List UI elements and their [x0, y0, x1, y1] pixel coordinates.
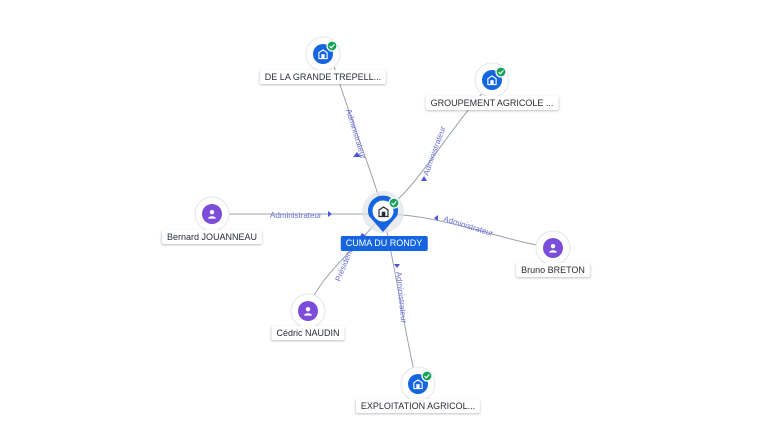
node-exploitation[interactable] — [400, 366, 436, 402]
verified-icon — [421, 370, 433, 382]
node-label-jouanneau[interactable]: Bernard JOUANNEAU — [161, 230, 263, 244]
node-groupement[interactable] — [474, 62, 510, 98]
edge-label-breton: Administrateur — [442, 214, 494, 238]
node-breton[interactable] — [535, 230, 571, 266]
node-label-center[interactable]: CUMA DU RONDY — [340, 236, 428, 251]
node-grande-trepell[interactable] — [305, 36, 341, 72]
node-label-groupement[interactable]: GROUPEMENT AGRICOLE ... — [425, 96, 559, 110]
edge-arrow — [328, 211, 332, 217]
node-center[interactable] — [362, 191, 404, 233]
edge-arrow — [434, 215, 438, 221]
edge-label-grande-trepell: Administrateur — [344, 108, 368, 160]
edge-arrow — [394, 264, 400, 268]
edge-jouanneau: Administrateur — [212, 211, 383, 220]
edge-arrow — [421, 176, 427, 181]
node-jouanneau[interactable] — [194, 196, 230, 232]
verified-icon — [388, 197, 400, 209]
edge-label-exploitation: Administrateur — [394, 271, 408, 324]
node-label-exploitation[interactable]: EXPLOITATION AGRICOL... — [355, 399, 481, 413]
node-naudin[interactable] — [290, 293, 326, 329]
node-label-naudin[interactable]: Cédric NAUDIN — [271, 326, 345, 340]
verified-icon — [495, 66, 507, 78]
node-label-grande-trepell[interactable]: DE LA GRANDE TREPELL... — [259, 70, 387, 84]
edge-label-jouanneau: Administrateur — [270, 211, 322, 220]
node-label-breton[interactable]: Bruno BRETON — [516, 263, 590, 277]
edge-arrow — [353, 152, 361, 157]
verified-icon — [326, 40, 338, 52]
edge-label-groupement: Administrateur — [421, 125, 447, 177]
